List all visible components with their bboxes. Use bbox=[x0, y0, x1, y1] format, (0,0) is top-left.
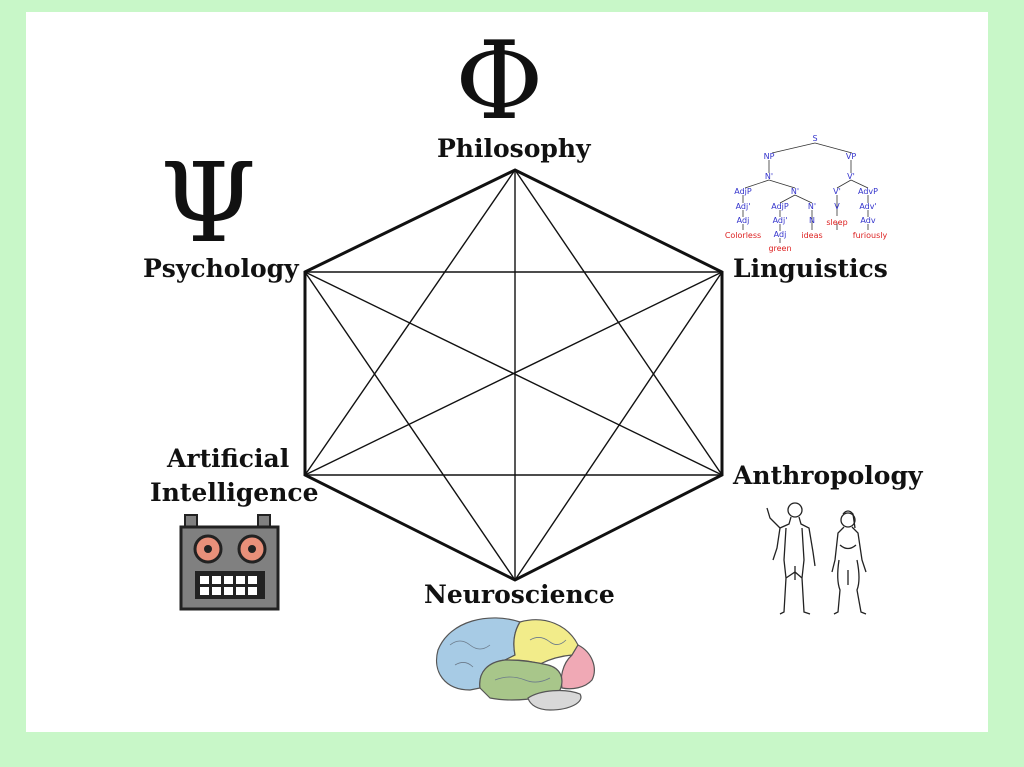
tree-label: AdjP bbox=[734, 187, 752, 196]
tree-word: ideas bbox=[801, 231, 822, 240]
tree-word: Colorless bbox=[725, 231, 761, 240]
label-ai-line2: Intelligence bbox=[150, 478, 319, 507]
tree-label: V' bbox=[847, 172, 855, 181]
label-linguistics: Linguistics bbox=[733, 254, 888, 283]
tree-label: AdjP bbox=[771, 202, 789, 211]
tree-label: Adv bbox=[860, 216, 875, 225]
tree-words: Colorless green ideas sleep furiously bbox=[725, 218, 888, 253]
tree-label: Adv' bbox=[859, 202, 876, 211]
label-ai-line1: Artificial bbox=[167, 444, 290, 473]
brain-occipital-lobe bbox=[560, 644, 595, 690]
connection-neuroscience-linguistics bbox=[514, 271, 723, 581]
tree-word: sleep bbox=[826, 218, 847, 227]
tree-label: N' bbox=[808, 202, 816, 211]
tree-label: N' bbox=[791, 187, 799, 196]
tree-label: V' bbox=[833, 187, 841, 196]
hexagon-connections bbox=[304, 169, 723, 581]
tree-label: AdvP bbox=[858, 187, 878, 196]
tree-label: Adj bbox=[774, 230, 787, 239]
tree-word: green bbox=[768, 244, 791, 253]
connection-linguistics-ai bbox=[304, 271, 723, 476]
robot-mouth bbox=[195, 571, 265, 599]
connection-neuroscience-psychology bbox=[304, 271, 516, 581]
tree-label: NP bbox=[764, 152, 775, 161]
phi-symbol-icon: Φ bbox=[455, 19, 544, 144]
psi-symbol-icon: Ψ bbox=[160, 139, 257, 267]
label-philosophy: Philosophy bbox=[437, 134, 591, 163]
label-neuroscience: Neuroscience bbox=[424, 580, 615, 609]
tree-label: Adj' bbox=[773, 216, 788, 225]
tree-edges bbox=[742, 142, 869, 243]
tree-label: Adj' bbox=[736, 202, 751, 211]
label-anthropology: Anthropology bbox=[733, 461, 923, 490]
tree-label: S bbox=[812, 134, 817, 143]
tree-label: N' bbox=[765, 172, 773, 181]
female-figure bbox=[831, 510, 867, 615]
tree-labels: S NP VP N' V' AdjP N' V' AdvP Adj' AdjP … bbox=[734, 134, 878, 239]
label-psychology: Psychology bbox=[143, 254, 299, 283]
content-panel bbox=[26, 12, 988, 732]
brain-cerebellum bbox=[527, 689, 582, 711]
tree-word: furiously bbox=[853, 231, 888, 240]
tree-label: V bbox=[834, 202, 840, 211]
tree-label: VP bbox=[846, 152, 856, 161]
male-figure bbox=[766, 502, 816, 615]
tree-label: Adj bbox=[737, 216, 750, 225]
tree-label: N bbox=[809, 216, 815, 225]
